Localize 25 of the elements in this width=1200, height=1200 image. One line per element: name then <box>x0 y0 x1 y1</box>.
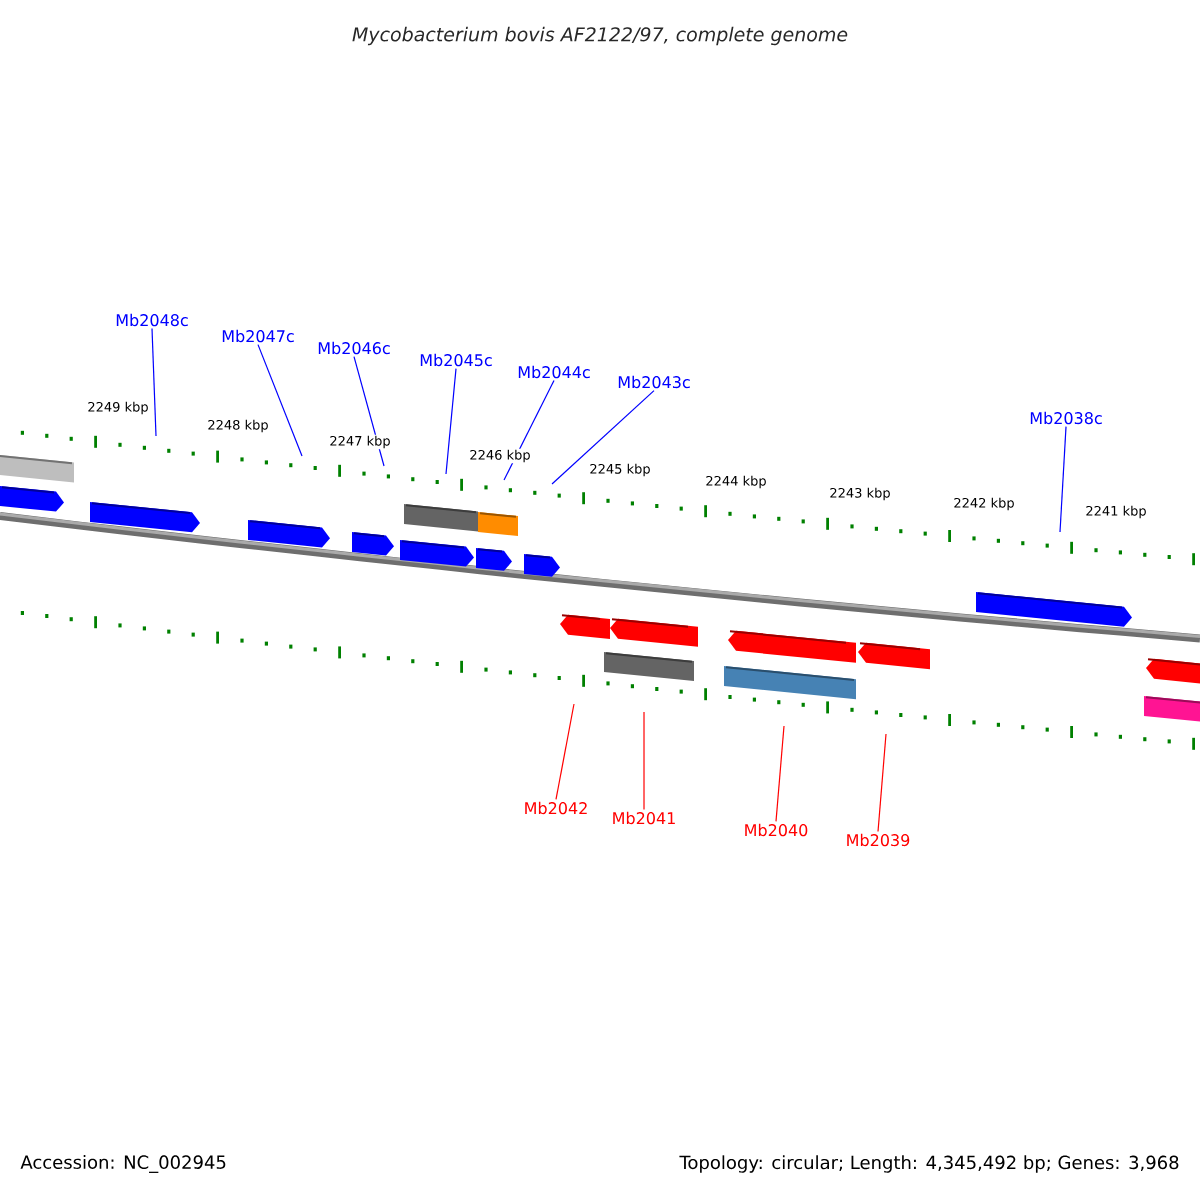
gene-label: Mb2044c <box>518 365 590 379</box>
leader-line <box>151 328 157 437</box>
leader-line <box>445 368 457 475</box>
leader-line <box>503 380 555 481</box>
gene-label: Mb2046c <box>318 341 390 355</box>
genome-info-text: Topology: circular; Length: 4,345,492 bp; Genes: 3,968 <box>679 1155 1179 1173</box>
leader-line <box>257 344 303 457</box>
gene-label: Mb2048c <box>116 313 188 327</box>
leader-line <box>353 356 385 467</box>
gene-label: Mb2045c <box>420 353 492 367</box>
accession-text: Accession: NC_002945 <box>20 1155 226 1173</box>
leader-line <box>643 711 645 810</box>
gene-label: Mb2042 <box>525 801 587 815</box>
leader-line <box>1059 426 1067 533</box>
title: Mycobacterium bovis AF2122/97, complete genome <box>352 26 848 46</box>
gene-label: Mb2043c <box>618 375 690 389</box>
gene-label: Mb2047c <box>222 329 294 343</box>
leader-line <box>555 703 575 800</box>
gene-label: Mb2041 <box>613 811 675 825</box>
gene-label: Mb2038c <box>1030 411 1102 425</box>
gene-label: Mb2039 <box>847 833 910 847</box>
leader-line <box>877 733 887 832</box>
leader-line <box>551 390 655 485</box>
leader-line <box>775 725 785 822</box>
gene-label: Mb2040 <box>745 823 808 837</box>
